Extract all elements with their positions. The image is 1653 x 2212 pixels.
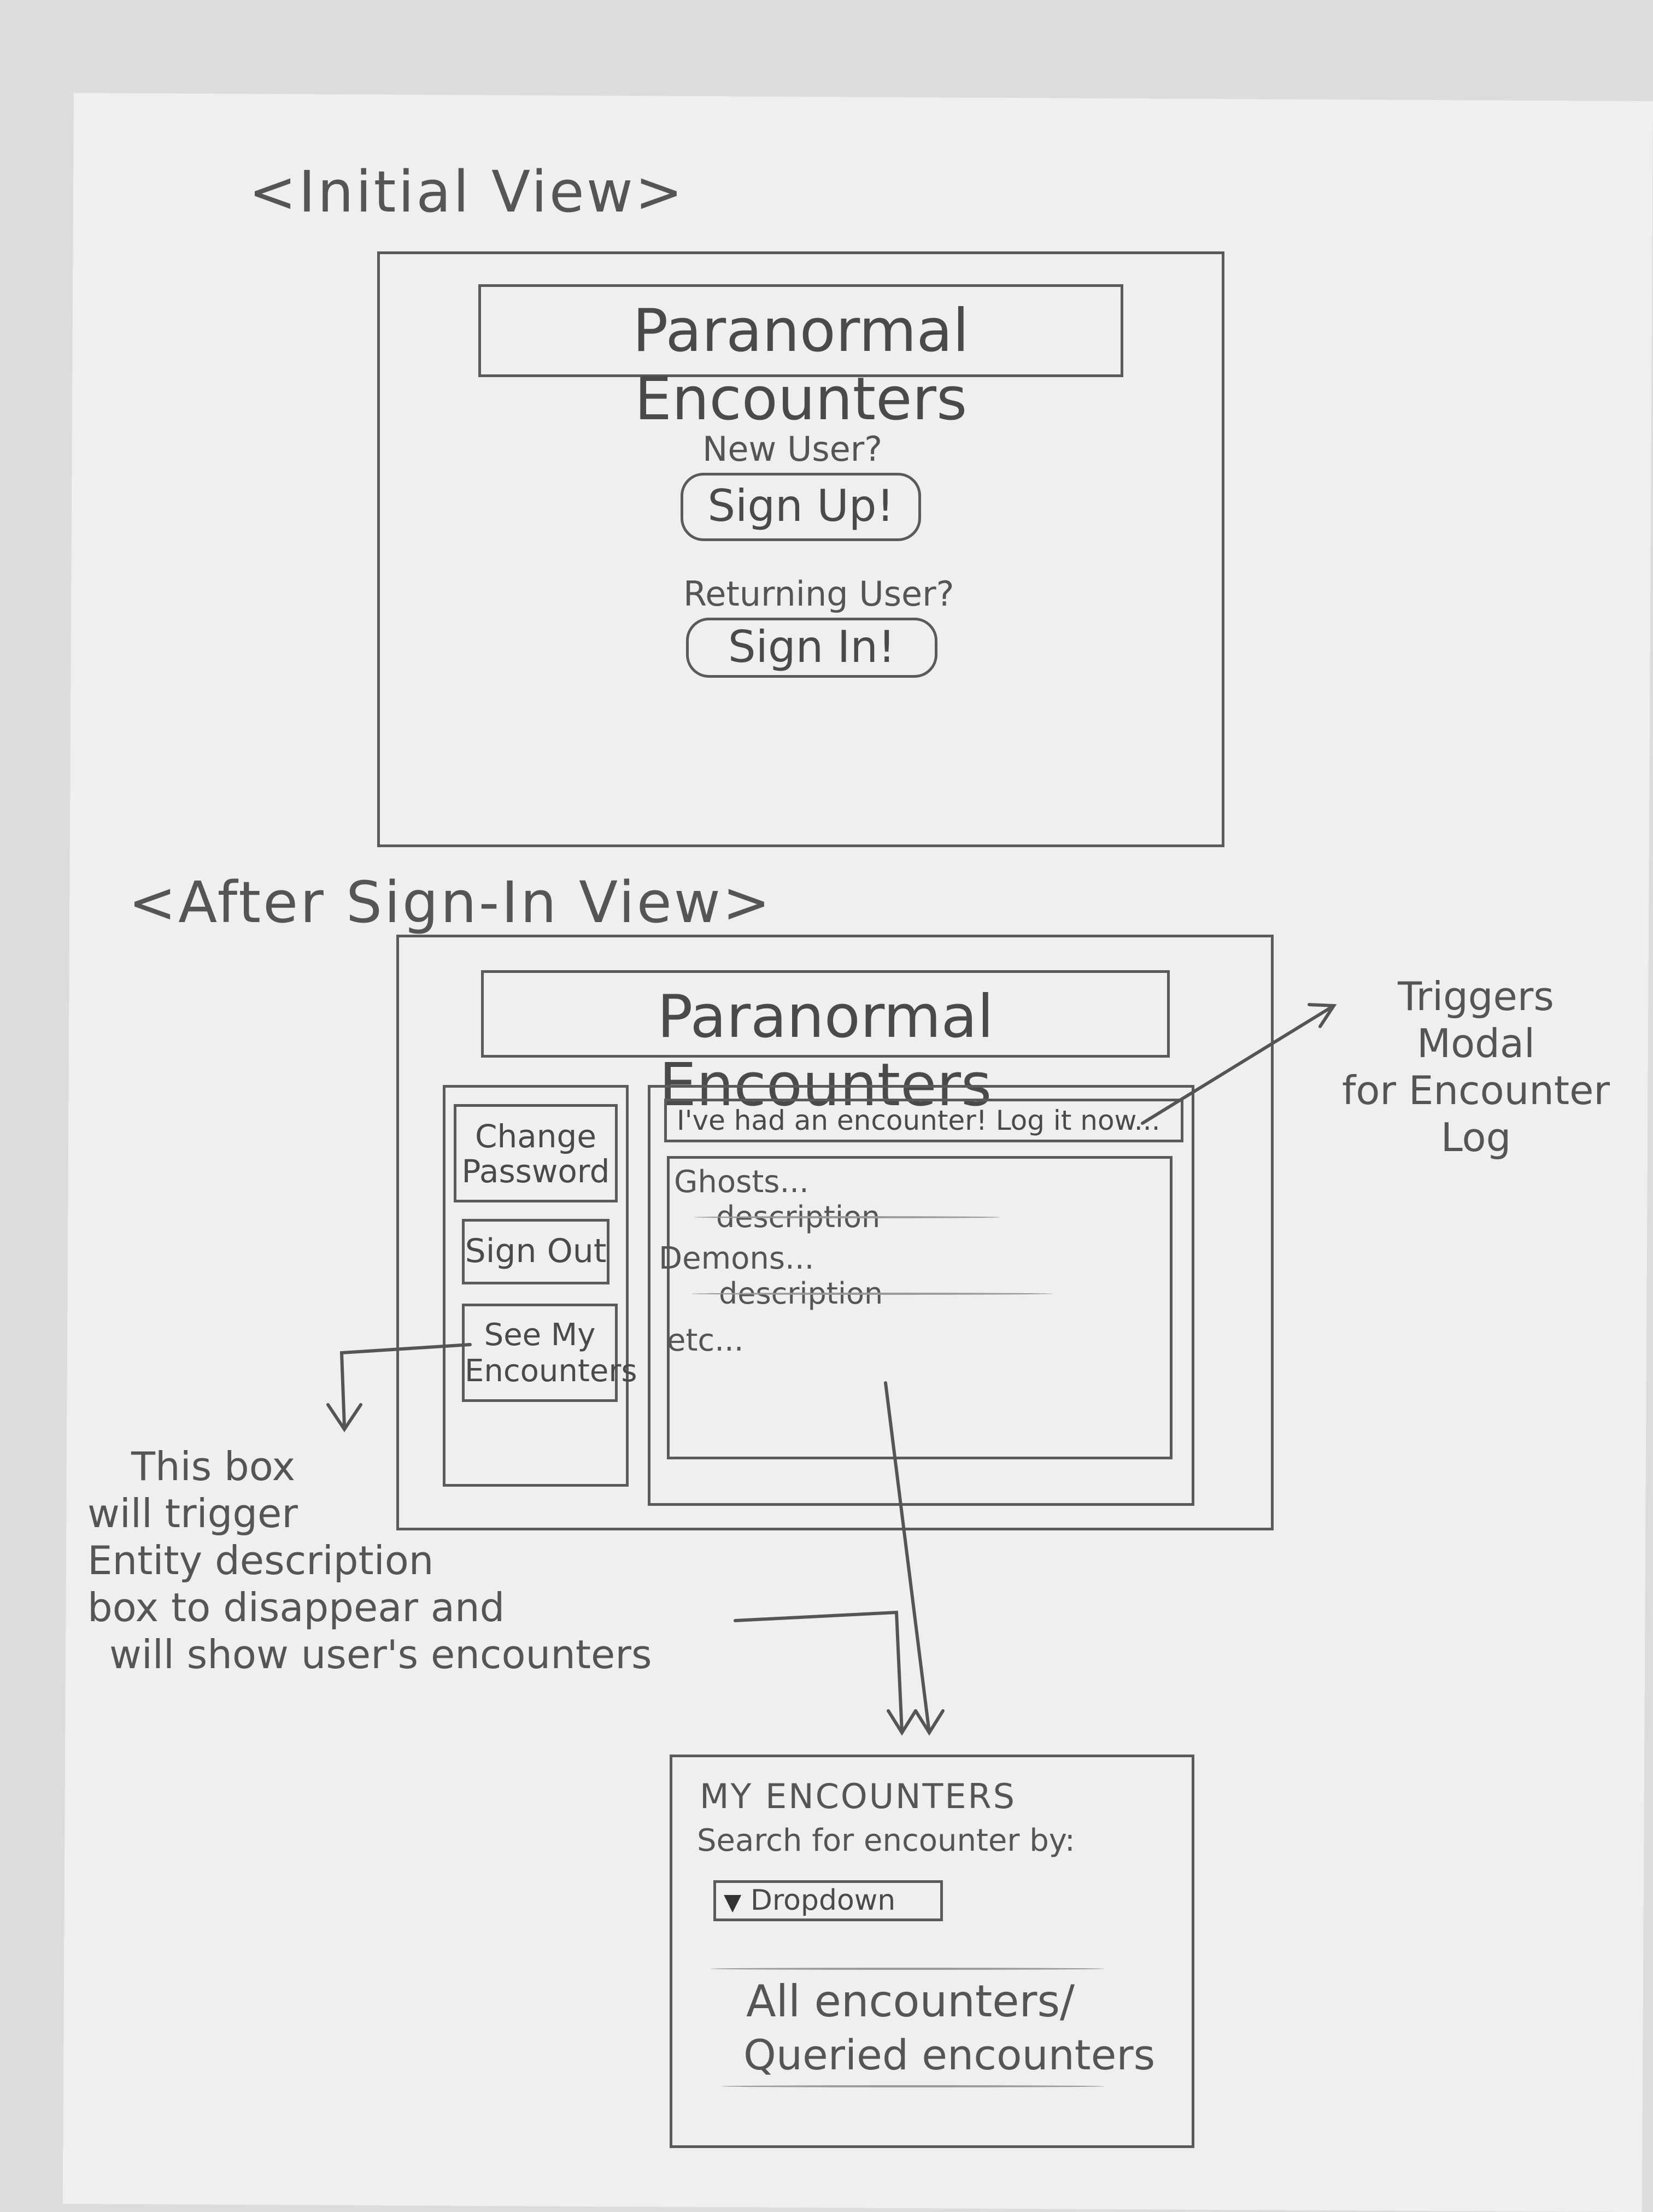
- modal-note-line: for Encounter: [1341, 1067, 1610, 1113]
- encounters-arrow: [339, 1343, 472, 1428]
- encounters-note-line: box to disappear and: [87, 1585, 505, 1630]
- my-encounters-title: MY ENCOUNTERS: [700, 1776, 1016, 1816]
- after-signin-frame: Paranormal Encounters Change Password Si…: [396, 935, 1274, 1530]
- my-encounters-panel: MY ENCOUNTERS Search for encounter by: ▼…: [670, 1755, 1194, 2148]
- sign-out-button[interactable]: Sign Out: [462, 1219, 609, 1284]
- search-dropdown[interactable]: ▼ Dropdown: [713, 1880, 943, 1921]
- entity-description-box: Ghosts... description Demons... descript…: [659, 1156, 1173, 1459]
- dropdown-label: Dropdown: [750, 1884, 896, 1917]
- returning-user-label: Returning User?: [683, 574, 954, 614]
- note-to-panel-arrow: [734, 1610, 904, 1734]
- modal-note-line: Triggers: [1398, 973, 1554, 1019]
- see-my-encounters-label-line2: Encounters: [465, 1353, 637, 1389]
- sidebar: Change Password Sign Out See My Encounte…: [443, 1085, 637, 1487]
- encounters-results-line1: All encounters/: [746, 1976, 1075, 2027]
- main-panel: I've had an encounter! Log it now... Gho…: [648, 1085, 1194, 1506]
- modal-arrowhead: [1308, 1003, 1337, 1028]
- initial-view-frame: Paranormal Encounters New User? Sign Up!…: [377, 251, 1224, 847]
- encounters-results-line2: Queried encounters: [743, 2031, 1156, 2079]
- sign-in-button[interactable]: Sign In!: [686, 618, 937, 678]
- encounters-note-line: will show user's encounters: [109, 1632, 652, 1677]
- see-my-encounters-label-line1: See My: [484, 1317, 596, 1353]
- scribble-line: [691, 1293, 1052, 1295]
- new-user-label: New User?: [702, 429, 883, 469]
- modal-note-line: Modal: [1417, 1020, 1535, 1066]
- log-encounter-button[interactable]: I've had an encounter! Log it now...: [664, 1099, 1183, 1142]
- change-password-label-line2: Password: [461, 1153, 610, 1190]
- entity-name: etc...: [667, 1323, 744, 1358]
- note-to-panel-arrowhead: [887, 1709, 917, 1736]
- sign-up-button[interactable]: Sign Up!: [681, 473, 921, 541]
- see-my-encounters-button[interactable]: See My Encounters: [462, 1304, 637, 1402]
- entity-name: Ghosts...: [674, 1164, 809, 1200]
- search-label: Search for encounter by:: [697, 1823, 1075, 1858]
- change-password-label-line1: Change: [474, 1118, 597, 1155]
- change-password-button[interactable]: Change Password: [454, 1104, 618, 1202]
- modal-arrow: [1141, 1004, 1335, 1125]
- modal-note-line: Log: [1440, 1114, 1511, 1160]
- initial-view-heading: <Initial View>: [249, 159, 685, 225]
- triangle-down-icon: ▼: [724, 1888, 742, 1915]
- entity-name: Demons...: [659, 1241, 814, 1276]
- encounters-note-line: Entity description: [87, 1538, 434, 1583]
- box-to-panel-arrow: [884, 1381, 931, 1734]
- encounters-note-line: will trigger: [87, 1491, 298, 1536]
- after-signin-heading: <After Sign-In View>: [128, 869, 772, 936]
- modal-annotation: Triggers Modal for Encounter Log: [1334, 973, 1618, 1161]
- encounters-annotation: This box will trigger Entity description…: [87, 1443, 652, 1678]
- scribble-line: [694, 1216, 1000, 1218]
- scribble-line: [711, 1968, 1104, 1970]
- box-to-panel-arrowhead: [914, 1709, 945, 1736]
- app-title-box: Paranormal Encounters: [478, 284, 1123, 433]
- encounters-arrowhead: [326, 1403, 362, 1433]
- scribble-line: [722, 2085, 1104, 2087]
- encounters-note-line: This box: [131, 1444, 296, 1489]
